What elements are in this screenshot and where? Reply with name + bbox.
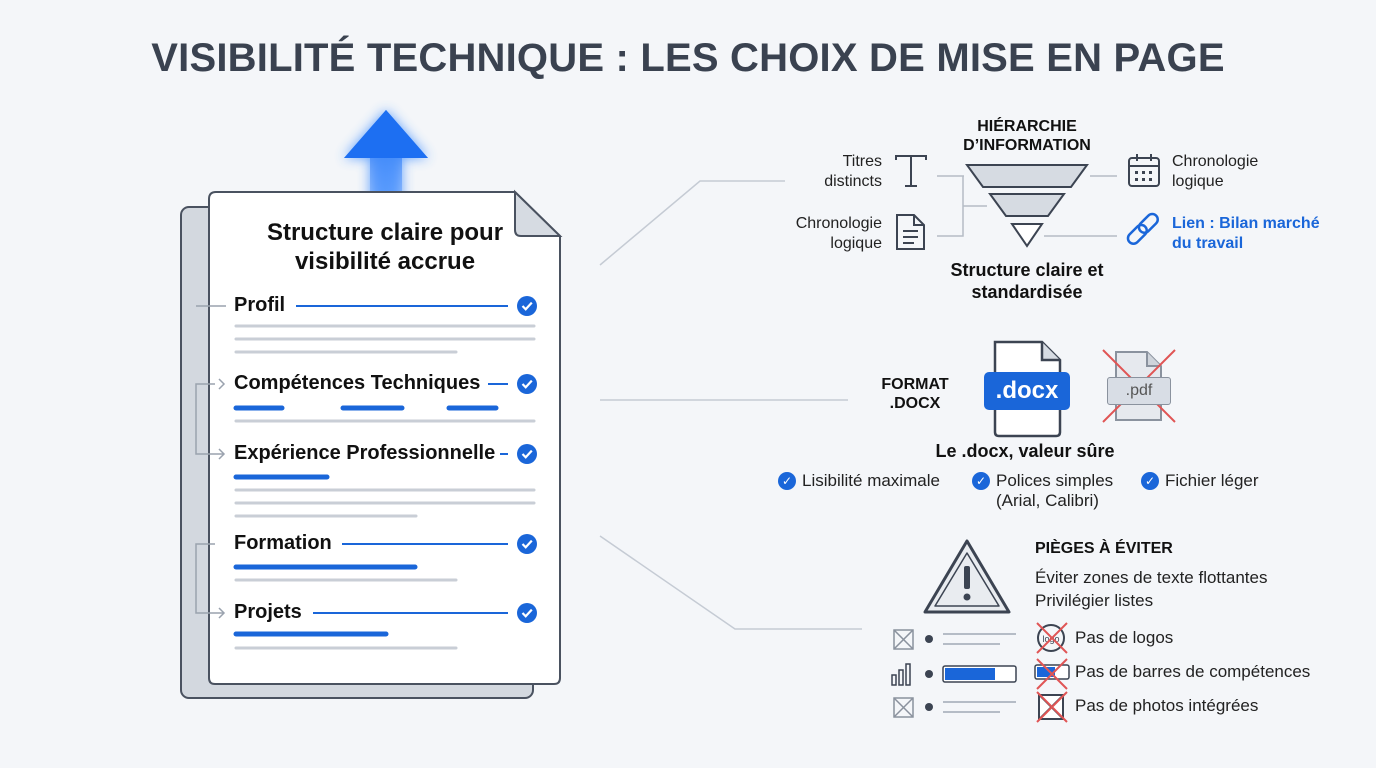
document-sheet [208, 191, 561, 685]
link-icon [1126, 212, 1159, 245]
text-format-icon [895, 155, 927, 187]
check-icon: ✓ [778, 472, 796, 490]
pitfalls-line1: Éviter zones de texte flottantes [1035, 568, 1268, 587]
check-icon: ✓ [972, 472, 990, 490]
pitfall-row-photos [893, 694, 1064, 720]
format-check-fichier: ✓ Fichier léger [1141, 471, 1259, 491]
funnel-icon [965, 164, 1089, 248]
section-projets: Projets [234, 601, 302, 623]
section-competences: Compétences Techniques [234, 372, 481, 394]
format-check-polices: ✓ Polices simples (Arial, Calibri) [972, 471, 1142, 511]
calendar-icon [1128, 154, 1160, 187]
section-experience: Expérience Professionnelle [234, 442, 496, 464]
check-icon: ✓ [1141, 472, 1159, 490]
hierarchy-caption: Structure claire et standardisée [950, 260, 1104, 302]
pitfall-row-bars [891, 663, 1070, 686]
pitfall-logos-label: Pas de logos [1075, 628, 1174, 647]
document-fold [514, 189, 563, 237]
pitfalls-header: PIÈGES À ÉVITER [1035, 540, 1173, 557]
connector-lines [599, 180, 862, 630]
format-caption: Le .docx, valeur sûre [935, 441, 1115, 461]
pitfall-photos-label: Pas de photos intégrées [1075, 696, 1259, 715]
cross-out-icons [1036, 349, 1176, 723]
section-formation: Formation [234, 532, 332, 554]
hierarchy-connectors [937, 175, 1117, 237]
docx-label: .docx [984, 372, 1070, 410]
format-check-label: Lisibilité maximale [802, 471, 940, 490]
warning-icon [923, 539, 1011, 614]
page-title: VISIBILITÉ TECHNIQUE : LES CHOIX DE MISE… [151, 36, 1225, 80]
format-check-lisibilite: ✓ Lisibilité maximale [778, 471, 940, 491]
section-profil: Profil [234, 294, 286, 316]
format-header: FORMAT .DOCX [881, 376, 949, 412]
highlight-lines [233, 405, 499, 637]
hierarchy-header: HIÉRARCHIE D’INFORMATION [963, 118, 1091, 154]
placeholder-text-lines [234, 324, 536, 650]
hierarchy-link-label[interactable]: Lien : Bilan marché du travail [1172, 215, 1320, 252]
format-check-label: Polices simples (Arial, Calibri) [996, 471, 1114, 510]
pitfall-bars-label: Pas de barres de compétences [1075, 662, 1311, 681]
document-icon [896, 214, 925, 250]
section-bracket-lines [195, 305, 226, 619]
format-check-label: Fichier léger [1165, 471, 1259, 490]
pitfalls-line2: Privilégier listes [1035, 591, 1154, 610]
hierarchy-left-bottom-label: Chronologie logique [795, 215, 882, 252]
pitfall-row-logos: logo [893, 624, 1065, 652]
hierarchy-right-top-label: Chronologie logique [1172, 153, 1259, 190]
section-check-icons [517, 296, 537, 623]
upward-arrow-icon [344, 110, 428, 212]
hierarchy-left-top-label: Titres distincts [824, 153, 882, 190]
pdf-label: .pdf [1107, 377, 1171, 405]
document-title: Structure claire pour visibilité accrue [266, 219, 504, 275]
section-rules [296, 305, 508, 614]
